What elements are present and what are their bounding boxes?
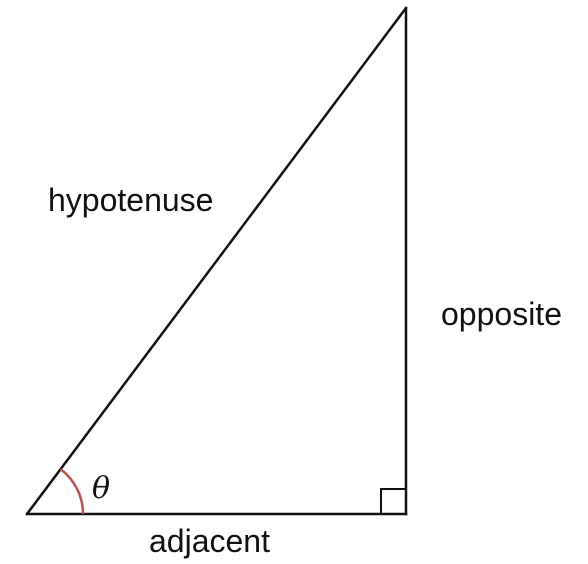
right-angle-marker [380, 488, 406, 514]
adjacent-label: adjacent [149, 523, 270, 559]
hypotenuse-label: hypotenuse [48, 182, 213, 218]
hypotenuse-side [25, 6, 408, 516]
angle-theta-label: θ [92, 471, 110, 506]
opposite-label: opposite [441, 296, 562, 332]
angle-arc [59, 468, 85, 515]
